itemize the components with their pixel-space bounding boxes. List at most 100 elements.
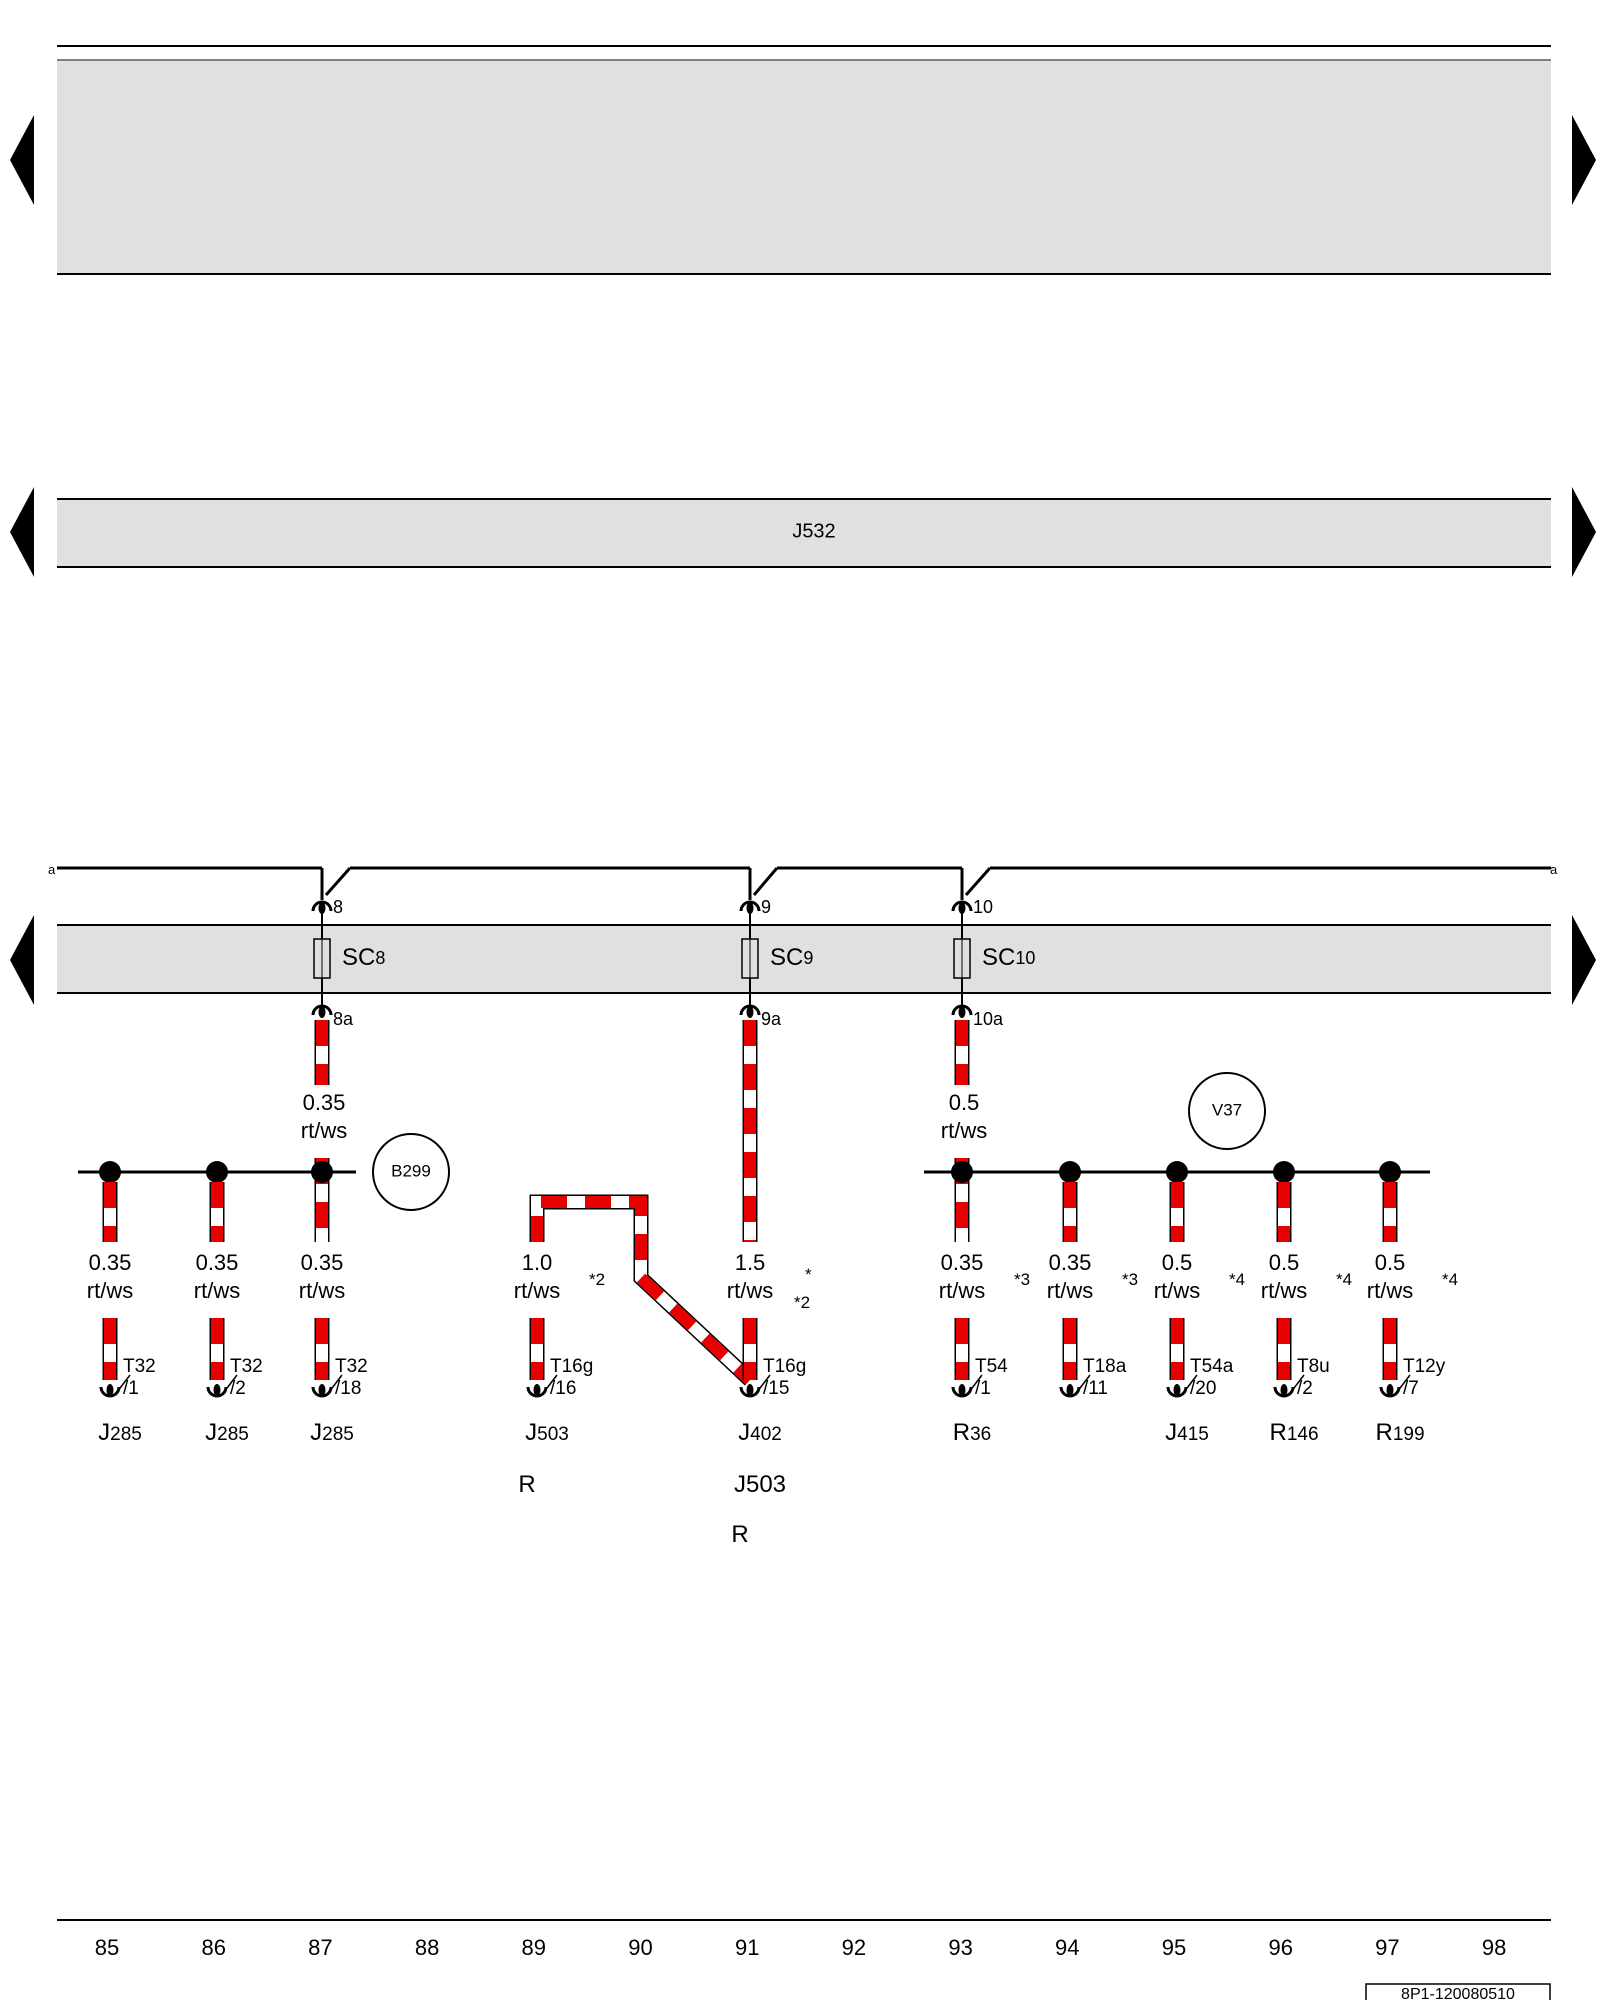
page-arrow-right-icon[interactable] xyxy=(1572,115,1596,205)
track-number: 90 xyxy=(628,1935,652,1960)
fuse-out-pin: 10a xyxy=(973,1009,1004,1029)
page-arrow-left-icon[interactable] xyxy=(10,915,34,1005)
branch-note: *2 xyxy=(794,1293,810,1312)
component-label: R146 xyxy=(1269,1419,1318,1446)
fuse-in-pin: 9 xyxy=(761,897,771,917)
branch-note: *3 xyxy=(1014,1270,1030,1289)
connector-icon xyxy=(311,1384,333,1398)
branch-wire-size: 1.5 xyxy=(735,1250,766,1275)
bus-end-label-right: a xyxy=(1550,862,1558,877)
track-number: 93 xyxy=(948,1935,972,1960)
connector-icon xyxy=(1059,1384,1081,1398)
branch-wire-color: rt/ws xyxy=(727,1278,773,1303)
connector-id: T32 xyxy=(335,1356,368,1377)
branch-wire-size: 0.5 xyxy=(1375,1250,1406,1275)
connector-icon xyxy=(1273,1384,1295,1398)
wire-color: rt/ws xyxy=(301,1118,347,1143)
component-label: R xyxy=(731,1521,748,1548)
component-label: J415 xyxy=(1165,1419,1209,1446)
component-label: J285 xyxy=(310,1419,354,1446)
branch-wire-color: rt/ws xyxy=(299,1278,345,1303)
track-number: 98 xyxy=(1482,1935,1506,1960)
wire-color: rt/ws xyxy=(941,1118,987,1143)
splice-label-v37: V37 xyxy=(1212,1100,1242,1119)
branch-wire-color: rt/ws xyxy=(514,1278,560,1303)
connector-icon xyxy=(1379,1384,1401,1398)
branch-wire-color: rt/ws xyxy=(939,1278,985,1303)
track-number: 94 xyxy=(1055,1935,1079,1960)
fuse-in-connector-icon xyxy=(739,900,761,914)
branch-wire-size: 0.35 xyxy=(301,1250,344,1275)
wire-size: 0.5 xyxy=(949,1090,980,1115)
page-arrow-right-icon[interactable] xyxy=(1572,915,1596,1005)
fuse-label: SC8 xyxy=(342,944,385,971)
control-unit-label: J532 xyxy=(792,520,835,542)
connector-id: T16g xyxy=(550,1356,593,1377)
branch-wire-color: rt/ws xyxy=(87,1278,133,1303)
connector-icon xyxy=(1166,1384,1188,1398)
splice-label-b299: B299 xyxy=(391,1161,431,1180)
connector-id: T16g xyxy=(763,1356,806,1377)
page-arrow-left-icon[interactable] xyxy=(10,487,34,577)
branch-wire-color: rt/ws xyxy=(1261,1278,1307,1303)
branch-wire-color: rt/ws xyxy=(1047,1278,1093,1303)
branch-note: *3 xyxy=(1122,1270,1138,1289)
connector-icon xyxy=(739,1384,761,1398)
component-label: J503 xyxy=(525,1419,569,1446)
wire-jumper-89-91 xyxy=(529,1194,756,1386)
connector-pin: /2 xyxy=(1297,1378,1313,1399)
fuse-out-connector-icon xyxy=(739,1004,761,1018)
connector-icon xyxy=(206,1384,228,1398)
connector-id: T54a xyxy=(1190,1356,1234,1377)
page-arrow-left-icon[interactable] xyxy=(10,115,34,205)
branch-wire-color: rt/ws xyxy=(1154,1278,1200,1303)
fuse-in-connector-icon xyxy=(311,900,333,914)
fuse-band xyxy=(57,924,1551,994)
branch-wire-size: 0.35 xyxy=(196,1250,239,1275)
track-number: 97 xyxy=(1375,1935,1399,1960)
wires: 0.35 rt/ws 0.5 rt/ws xyxy=(301,1020,987,1386)
branch-note: *4 xyxy=(1229,1270,1245,1289)
branch-wire-color: rt/ws xyxy=(194,1278,240,1303)
top-band xyxy=(57,45,1551,275)
diagram-id: 8P1-120080510 xyxy=(1401,1986,1515,2000)
component-label: J503 xyxy=(734,1471,786,1498)
track-number: 96 xyxy=(1268,1935,1292,1960)
connector-id: T54 xyxy=(975,1356,1008,1377)
fuse-in-pin: 8 xyxy=(333,897,343,917)
branch-wire-size: 0.5 xyxy=(1269,1250,1300,1275)
track-number: 87 xyxy=(308,1935,332,1960)
connector-id: T32 xyxy=(230,1356,263,1377)
component-label: R36 xyxy=(953,1419,991,1446)
splice-left: B299 xyxy=(78,1133,450,1211)
component-label: R xyxy=(518,1471,535,1498)
component-label: R199 xyxy=(1375,1419,1424,1446)
wire-size: 0.35 xyxy=(303,1090,346,1115)
fuse-out-connector-icon xyxy=(951,1004,973,1018)
branches: 0.35rt/wsT32/1J2850.35rt/wsT32/2J2850.35… xyxy=(87,1161,1458,1548)
connector-id: T18a xyxy=(1083,1356,1127,1377)
bus-end-label-left: a xyxy=(48,862,56,877)
fuse-label: SC10 xyxy=(982,944,1035,971)
connector-pin: /16 xyxy=(550,1378,576,1399)
splice-right: V37 xyxy=(924,1072,1430,1174)
fuse-label: SC9 xyxy=(770,944,813,971)
component-label: J402 xyxy=(738,1419,782,1446)
connector-icon xyxy=(99,1384,121,1398)
supply-bus: a a xyxy=(48,862,1558,900)
page-arrow-right-icon[interactable] xyxy=(1572,487,1596,577)
connector-id: T8u xyxy=(1297,1356,1330,1377)
branch-note: *4 xyxy=(1442,1270,1458,1289)
